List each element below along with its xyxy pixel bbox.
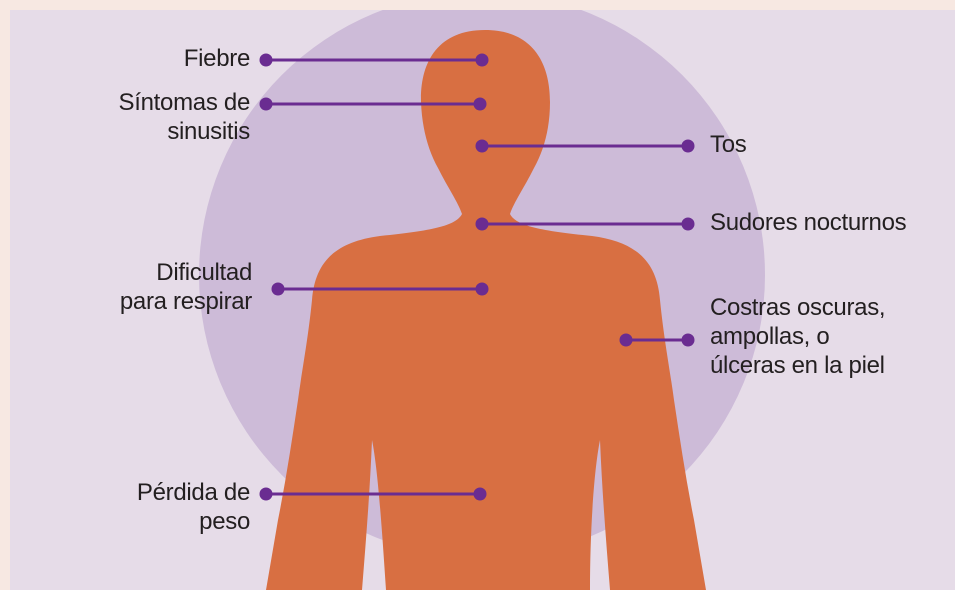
body-diagram: [199, 10, 765, 590]
leader-lines: [259, 53, 695, 501]
label-fever: Fiebre: [183, 45, 251, 72]
label-skin: Costras oscuras, ampollas, o úlceras en …: [710, 294, 886, 379]
illustration-panel: Fiebre Síntomas de sinusitis Tos Sudores…: [10, 10, 955, 590]
label-sinusitis: Síntomas de sinusitis: [118, 89, 251, 145]
label-cough: Tos: [710, 131, 747, 158]
human-silhouette: [266, 30, 706, 590]
label-weight-loss: Pérdida de peso: [136, 479, 250, 535]
label-breathing: Dificultad para respirar: [119, 259, 252, 315]
label-night-sweats: Sudores nocturnos: [710, 209, 907, 236]
